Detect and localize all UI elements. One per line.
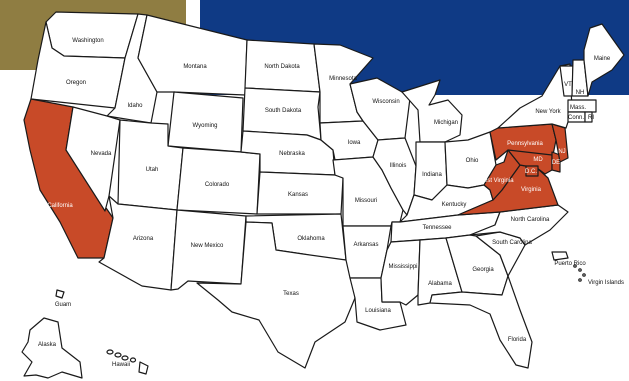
state-label-delaware: DE	[552, 160, 560, 166]
state-wyoming[interactable]	[167, 91, 244, 153]
state-texas[interactable]	[196, 221, 356, 369]
state-label-florida: Florida	[508, 337, 527, 343]
territory-guam[interactable]	[55, 289, 65, 299]
state-label-new-jersey: NJ	[558, 149, 565, 155]
state-maine[interactable]	[583, 23, 625, 97]
state-label-maryland: MD	[533, 157, 543, 163]
state-label-massachusetts: Mass.	[570, 105, 586, 111]
state-label-new-mexico: New Mexico	[191, 243, 224, 249]
state-washington[interactable]	[45, 11, 139, 59]
state-label-montana: Montana	[183, 64, 207, 70]
state-label-indiana: Indiana	[422, 172, 442, 178]
state-label-mississippi: Mississippi	[388, 264, 417, 270]
state-new-mexico[interactable]	[170, 209, 247, 291]
state-label-nevada: Nevada	[91, 151, 112, 157]
state-label-illinois: Illinois	[390, 163, 407, 169]
state-label-virginia: Virginia	[521, 187, 542, 193]
state-label-vermont: VT	[564, 82, 572, 88]
state-label-north-carolina: North Carolina	[511, 217, 550, 223]
state-label-oregon: Oregon	[66, 80, 86, 86]
state-labels: Washington Oregon California Idaho Nevad…	[38, 38, 624, 368]
state-label-louisiana: Louisiana	[365, 308, 391, 314]
territory-label-virgin-islands: Virgin Islands	[588, 280, 624, 286]
state-label-connecticut: Conn.	[568, 115, 584, 121]
state-label-kentucky: Kentucky	[442, 202, 467, 208]
state-alaska[interactable]	[21, 317, 83, 379]
state-label-pennsylvania: Pennsylvania	[507, 141, 543, 147]
territory-puerto-rico[interactable]	[551, 251, 569, 261]
state-label-west-virginia: West Virginia	[478, 178, 514, 184]
state-label-north-dakota: North Dakota	[264, 64, 300, 70]
state-hawaii[interactable]	[106, 349, 149, 375]
state-label-new-york: New York	[535, 109, 561, 115]
state-kansas[interactable]	[256, 171, 344, 215]
state-arizona[interactable]	[98, 195, 178, 291]
state-mississippi[interactable]	[380, 239, 421, 306]
state-colorado[interactable]	[176, 147, 261, 215]
state-label-michigan: Michigan	[434, 120, 458, 126]
state-label-kansas: Kansas	[288, 192, 308, 198]
state-delaware[interactable]	[551, 151, 561, 173]
state-label-utah: Utah	[146, 167, 159, 173]
state-massachusetts[interactable]	[567, 99, 597, 113]
state-label-colorado: Colorado	[205, 182, 230, 188]
state-label-iowa: Iowa	[348, 140, 361, 146]
state-label-wyoming: Wyoming	[193, 123, 218, 129]
state-label-idaho: Idaho	[127, 103, 143, 109]
state-label-hawaii: Hawaii	[112, 362, 130, 368]
state-label-texas: Texas	[283, 291, 299, 297]
state-label-minnesota: Minnesota	[329, 76, 357, 82]
state-label-missouri: Missouri	[355, 198, 377, 204]
state-label-tennessee: Tennessee	[422, 225, 452, 231]
state-label-south-carolina: South Carolina	[492, 240, 532, 246]
state-label-georgia: Georgia	[472, 267, 494, 273]
territory-label-guam: Guam	[55, 302, 71, 308]
state-illinois[interactable]	[372, 137, 417, 216]
state-label-ohio: Ohio	[466, 158, 479, 164]
state-label-washington: Washington	[72, 38, 103, 44]
state-new-york[interactable]	[497, 63, 573, 129]
state-rhode-island[interactable]	[584, 111, 593, 123]
territory-label-puerto-rico: Puerto Rico	[554, 261, 586, 267]
state-label-arkansas: Arkansas	[353, 242, 378, 248]
state-michigan[interactable]	[401, 79, 463, 143]
territory-virgin-islands[interactable]	[573, 264, 586, 282]
state-label-oklahoma: Oklahoma	[297, 236, 325, 242]
state-dc[interactable]	[525, 165, 539, 177]
state-label-new-hampshire: NH	[576, 90, 585, 96]
state-label-rhode-island: RI	[588, 115, 594, 121]
state-label-dc: D.C.	[525, 169, 537, 175]
state-label-south-dakota: South Dakota	[265, 108, 302, 114]
state-label-alabama: Alabama	[428, 281, 452, 287]
state-label-arizona: Arizona	[133, 236, 154, 242]
state-label-wisconsin: Wisconsin	[372, 99, 399, 105]
state-label-maine: Maine	[594, 56, 611, 62]
state-label-nebraska: Nebraska	[279, 151, 305, 157]
state-florida[interactable]	[429, 275, 533, 369]
state-label-california: California	[47, 203, 73, 209]
state-label-alaska: Alaska	[38, 342, 57, 348]
